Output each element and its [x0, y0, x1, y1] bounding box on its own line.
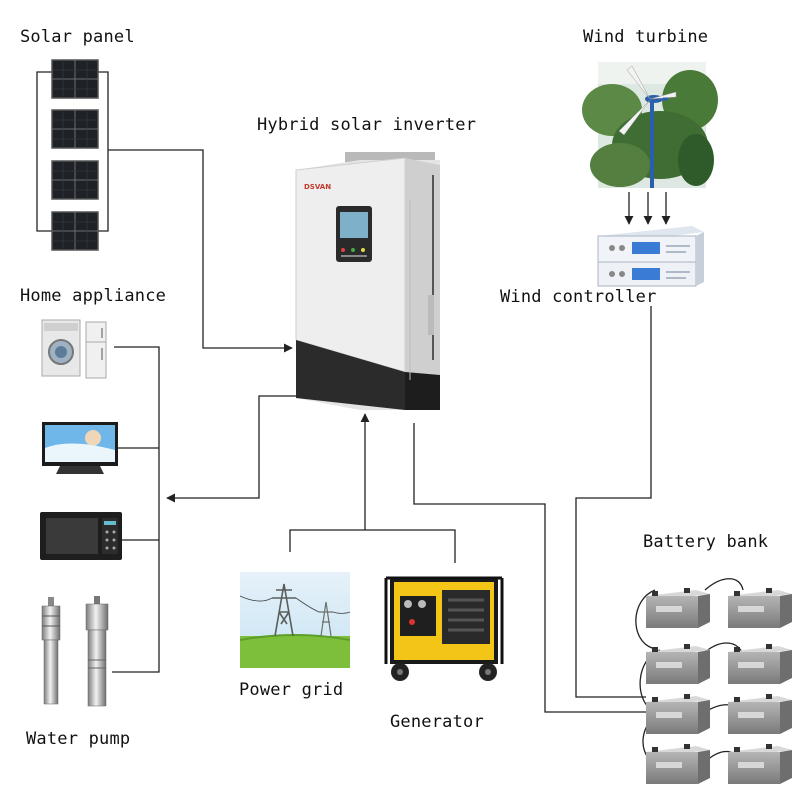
- generator-icon: [384, 576, 504, 681]
- power-grid-label: Power grid: [239, 680, 344, 700]
- tv-icon: [42, 422, 118, 474]
- microwave-icon: [40, 512, 122, 560]
- wind-controller-to-battery-line: [575, 306, 652, 698]
- generator-label: Generator: [390, 712, 484, 732]
- battery-icon: [646, 744, 710, 784]
- hybrid-inverter-label: Hybrid solar inverter: [257, 115, 477, 135]
- solar-module: [51, 160, 99, 200]
- washing-machine-icon: [41, 319, 81, 377]
- inverter-to-battery-line: [413, 423, 646, 713]
- solar-module: [51, 59, 99, 99]
- battery-bank: [646, 588, 792, 784]
- hybrid-inverter-icon: DSVAN: [295, 152, 440, 410]
- solar-string-wire: [36, 71, 109, 232]
- home-appliance-label: Home appliance: [20, 286, 167, 306]
- battery-icon: [728, 694, 792, 734]
- solar-to-inverter-line: [108, 149, 293, 353]
- battery-icon: [646, 588, 710, 628]
- wind-turbine-label: Wind turbine: [583, 27, 709, 47]
- power-grid-icon: [239, 572, 351, 668]
- solar-panel-label: Solar panel: [20, 27, 135, 47]
- appliance-bus-line: [112, 346, 160, 673]
- grid-generator-to-inverter-line: [289, 414, 456, 563]
- water-pump-label: Water pump: [26, 729, 131, 749]
- battery-icon: [728, 588, 792, 628]
- connection-lines: [36, 71, 744, 763]
- wind-controller-icon: [597, 226, 704, 287]
- battery-bank-label: Battery bank: [643, 532, 769, 552]
- battery-icon: [728, 744, 792, 784]
- wind-turbine-icon: [582, 62, 718, 188]
- refrigerator-icon: [85, 321, 107, 379]
- solar-module: [51, 109, 99, 149]
- battery-icon: [646, 644, 710, 684]
- battery-icon: [728, 644, 792, 684]
- solar-module: [51, 211, 99, 251]
- wind-controller-label: Wind controller: [500, 287, 657, 307]
- battery-icon: [646, 694, 710, 734]
- solar-panel-icon: [51, 59, 99, 251]
- battery-wiring: [635, 578, 744, 763]
- water-pump-icon: [41, 596, 109, 707]
- svg-text:DSVAN: DSVAN: [304, 183, 331, 191]
- inverter-to-loads-line: [166, 395, 297, 503]
